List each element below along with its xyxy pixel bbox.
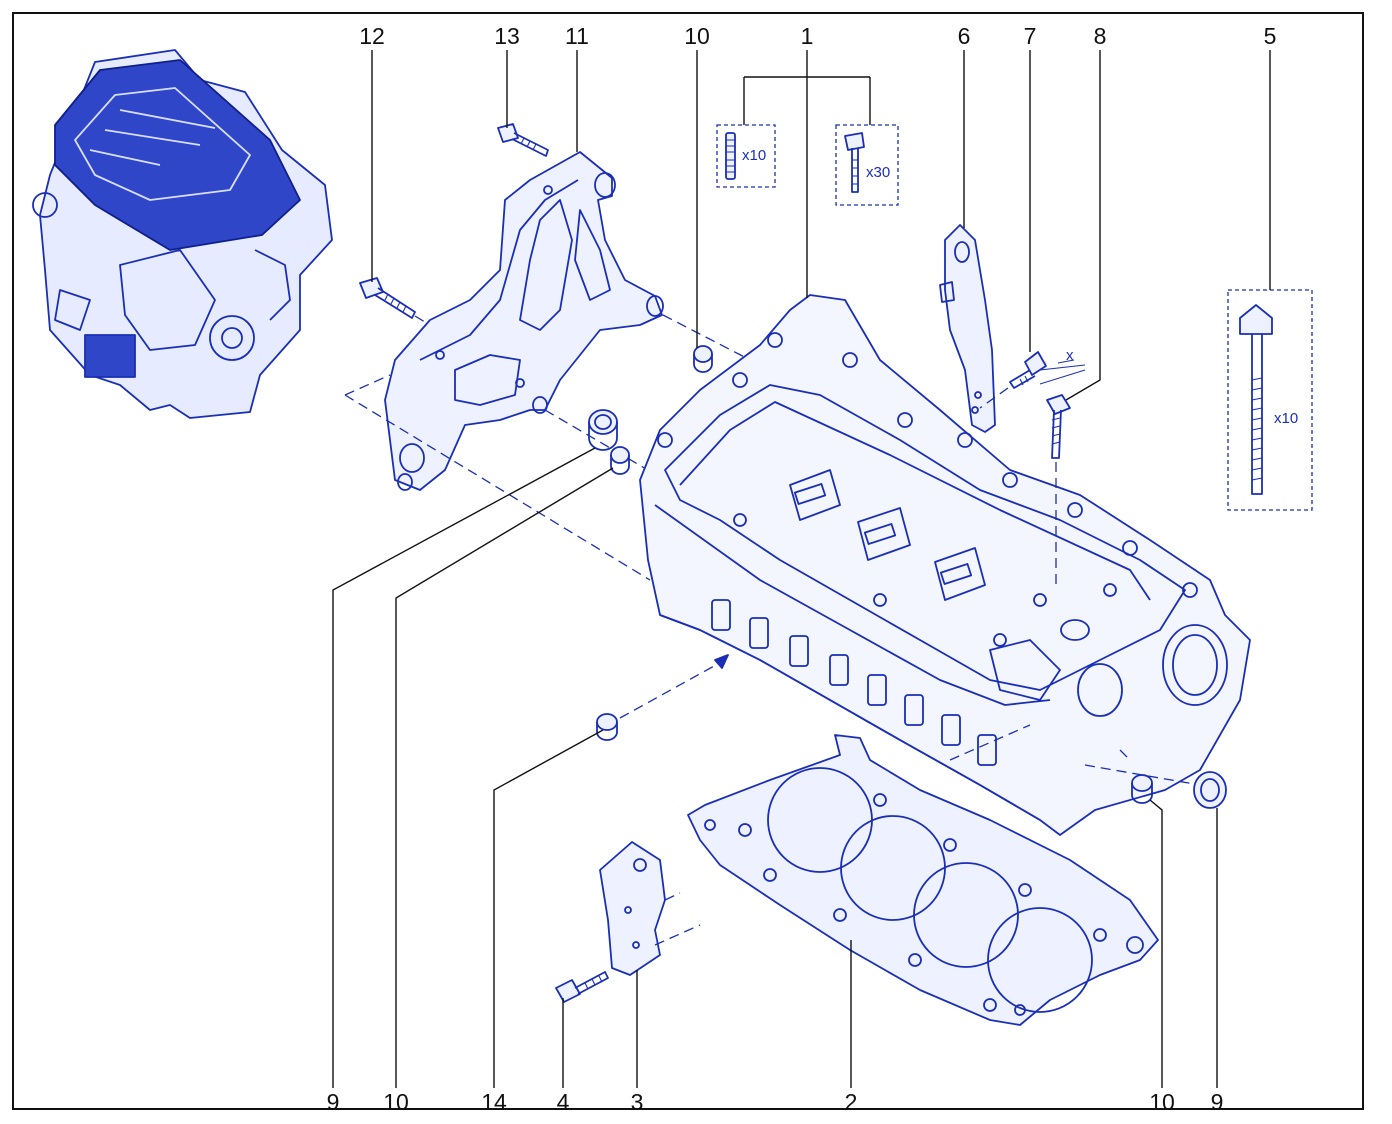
callouts-bottom: 9 10 14 4 3 2 10 9 bbox=[327, 1089, 1224, 1115]
stud-multiplier: x10 bbox=[742, 147, 766, 164]
assembly-line-left bbox=[344, 394, 651, 581]
callout-10-top: 10 bbox=[684, 23, 710, 49]
dowel-10-top-icon bbox=[693, 345, 713, 373]
callout-8: 8 bbox=[1094, 23, 1107, 49]
callout-13: 13 bbox=[494, 23, 520, 49]
bolt-4-icon bbox=[555, 971, 609, 1003]
callout-9-left: 9 bbox=[327, 1089, 340, 1115]
small-bolt-box bbox=[835, 124, 899, 206]
engine-mount-bracket-11-icon bbox=[384, 151, 664, 491]
dowel-10-left-icon bbox=[610, 446, 630, 475]
stud-icon bbox=[725, 132, 736, 180]
callout-2: 2 bbox=[845, 1089, 858, 1115]
callout-11: 11 bbox=[565, 23, 589, 49]
head-bolt-icon bbox=[1239, 304, 1273, 495]
callout-6: 6 bbox=[958, 23, 971, 49]
small-bolt-multiplier: x30 bbox=[866, 164, 890, 181]
callout-14: 14 bbox=[481, 1089, 507, 1115]
seal-14-icon bbox=[596, 713, 618, 741]
small-bolt-icon bbox=[844, 132, 865, 193]
callout-7: 7 bbox=[1024, 23, 1037, 49]
diagram-frame bbox=[12, 12, 1364, 1110]
callout-9-right: 9 bbox=[1211, 1089, 1224, 1115]
bracket-3-icon bbox=[599, 841, 666, 976]
bolt-13-icon bbox=[497, 123, 549, 157]
stud-box bbox=[716, 124, 776, 188]
bolt-7-icon bbox=[1009, 351, 1047, 389]
callouts-top: 12 13 11 10 1 6 7 8 5 bbox=[359, 23, 1276, 49]
callout-1: 1 bbox=[801, 23, 814, 49]
callout-10-left: 10 bbox=[383, 1089, 409, 1115]
head-gasket-2-icon bbox=[687, 734, 1159, 1026]
callout-5: 5 bbox=[1264, 23, 1277, 49]
bolt-12-axis bbox=[414, 315, 431, 326]
cylinder-head-1-icon bbox=[639, 294, 1251, 836]
bolt-12-icon bbox=[359, 277, 416, 319]
dowel-10-right-icon bbox=[1131, 774, 1153, 804]
callout-12: 12 bbox=[359, 23, 385, 49]
seal-9-left-icon bbox=[588, 409, 618, 451]
engine-assembly-thumbnail-icon bbox=[32, 49, 333, 419]
callout-4: 4 bbox=[557, 1089, 570, 1115]
callout-10-right: 10 bbox=[1149, 1089, 1175, 1115]
lifting-eye-6-icon bbox=[939, 224, 996, 433]
dimension-label: x bbox=[1066, 347, 1074, 364]
seal-9-right-icon bbox=[1193, 771, 1227, 809]
bolt-8-icon bbox=[1046, 394, 1071, 459]
leader-lines bbox=[332, 50, 1271, 1088]
callout-3: 3 bbox=[631, 1089, 644, 1115]
head-bolt-multiplier: x10 bbox=[1274, 410, 1298, 427]
